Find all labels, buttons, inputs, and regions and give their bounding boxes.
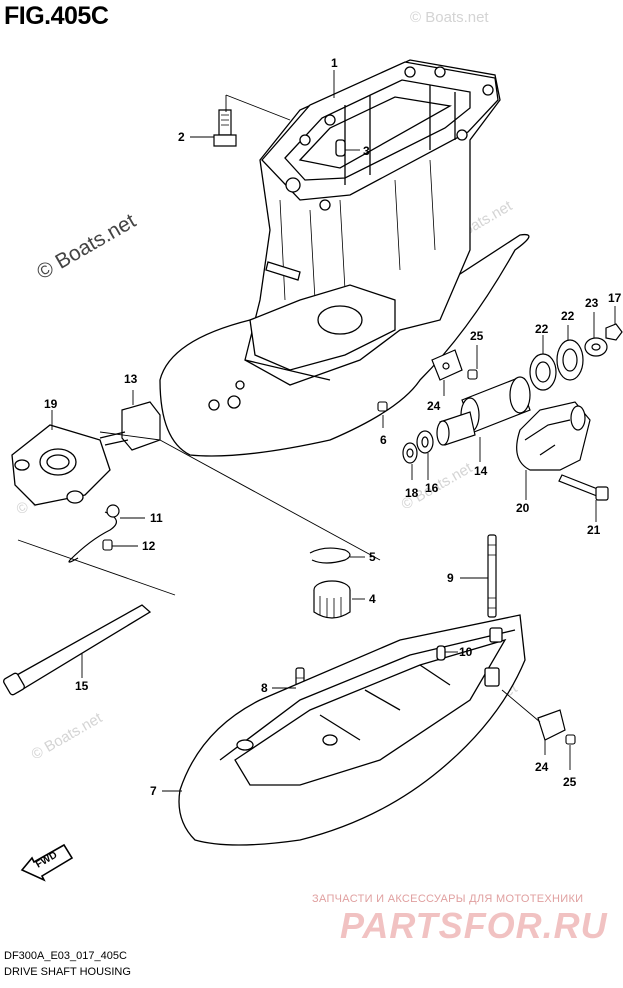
callout-13: 13 [124,372,138,386]
washer-part-16 [416,430,434,454]
washer-part-23 [584,337,608,357]
brand-name: PARTSFOR.RU [340,905,608,946]
callout-18: 18 [405,486,419,500]
model-code: DF300A_E03_017_405C [4,950,127,962]
circlip-part-5 [309,547,351,564]
bolt-part-15 [3,604,152,696]
callout-19: 19 [44,397,58,411]
leader-lines [17,70,616,792]
callout-16: 16 [425,481,439,495]
callout-7: 7 [150,784,157,798]
bracket-part-19 [11,424,111,506]
callout-24a: 24 [427,399,441,413]
gear-part-4 [313,580,351,619]
callout-10: 10 [459,645,473,659]
callout-21: 21 [587,523,601,537]
callout-25b: 25 [563,775,577,789]
plate-part-24-upper [431,349,463,381]
callout-22a: 22 [535,322,549,336]
washer-part-18 [402,442,418,464]
nut-part-17 [605,323,623,341]
housing-part-1 [159,59,530,457]
callout-labels: 1 2 3 4 5 6 7 8 9 10 11 12 13 14 15 16 1… [44,56,622,798]
callout-3: 3 [363,144,370,158]
figure-subtitle: DRIVE SHAFT HOUSING [4,966,131,978]
cover-part-20 [516,401,591,471]
housing-part-7 [178,614,526,846]
callout-22b: 22 [561,309,575,323]
screw-part-25-lower [565,734,576,745]
sensor-part-13 [99,401,161,451]
callout-14: 14 [474,464,488,478]
callout-24b: 24 [535,760,549,774]
callout-12: 12 [142,539,156,553]
callout-17: 17 [608,291,622,305]
brand-tagline: ЗАПЧАСТИ И АКСЕССУАРЫ ДЛЯ МОТОТЕХНИКИ [312,893,584,905]
washer-part-22a [529,353,557,391]
watermark-5: © Boats.net [29,709,106,763]
figure-title: FIG.405C [4,2,109,30]
callout-6: 6 [380,433,387,447]
bolt-part-21 [558,474,609,501]
screw-part-12 [102,539,113,551]
callout-1: 1 [331,56,338,70]
wire-part-11 [68,504,120,563]
watermark-1: © Boats.net [410,9,489,26]
callout-5: 5 [369,550,376,564]
callout-20: 20 [516,501,530,515]
screw-part-25-upper [467,369,478,380]
fwd-arrow-icon: FWD [20,843,74,882]
bushing-part-14 [436,376,531,446]
stud-part-9 [487,534,497,618]
washer-part-22b [556,339,584,381]
bolt-part-6 [377,401,388,412]
callout-11: 11 [150,511,163,525]
callout-4: 4 [369,592,376,606]
callout-8: 8 [261,681,268,695]
callout-9: 9 [447,571,454,585]
plate-part-24-lower [537,709,566,741]
callout-2: 2 [178,130,185,144]
bolt-part-2 [213,109,237,147]
watermark-main: © Boats.net [33,209,140,284]
callout-15: 15 [75,679,89,693]
callout-23: 23 [585,296,599,310]
callout-25a: 25 [470,329,484,343]
